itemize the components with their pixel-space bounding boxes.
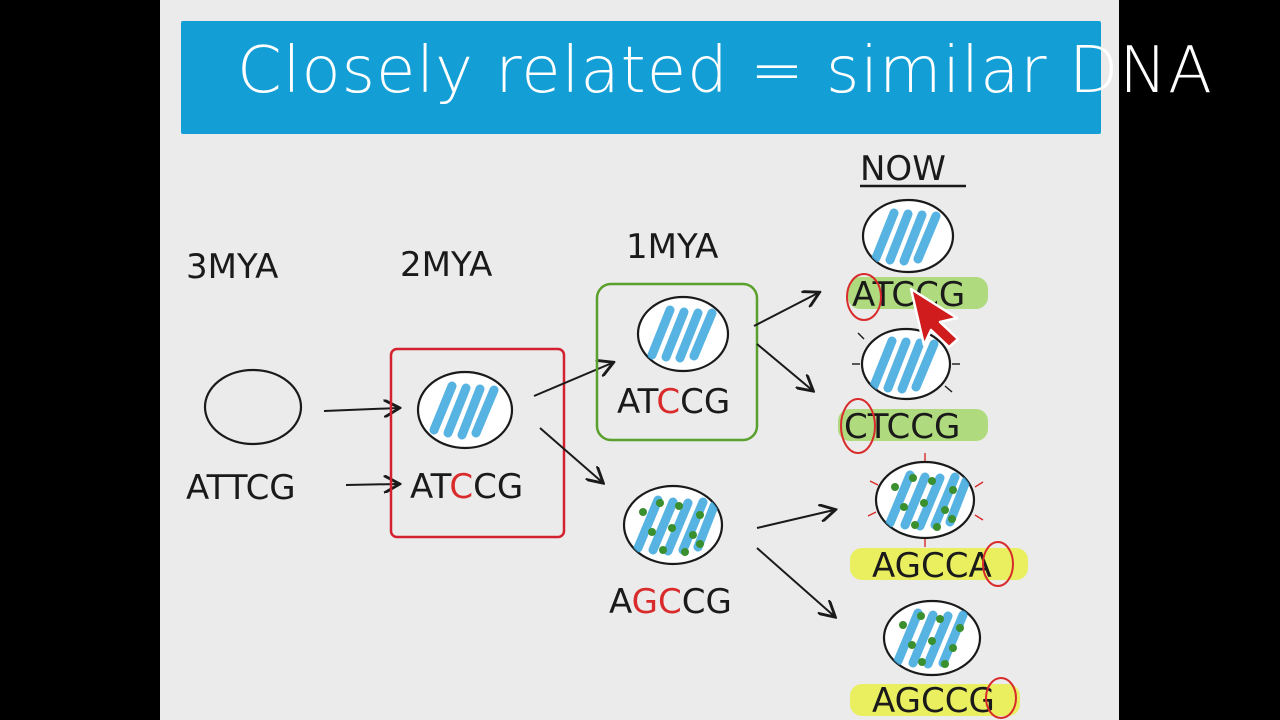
label-1mya: 1MYA [626,227,718,267]
title-banner [181,21,1101,134]
arrow-1b-to-n3 [756,510,834,529]
arrow-1a-to-n2 [756,343,812,390]
arrow-2-to-1b [539,427,602,482]
frame-2mya [389,347,566,539]
arrow-1a-to-n1 [753,293,818,327]
frame-1mya [595,282,759,442]
sequence-3mya: ATTCG [186,468,296,508]
cell-1mya-b [622,484,724,566]
sequence-2mya: ATCCG [410,467,523,507]
mutation-circle-now-4 [985,677,1017,719]
label-2mya: 2MYA [400,245,492,285]
highlight-now-4 [850,684,1020,716]
mutation-circle-now-2 [840,398,876,454]
cursor-arrow-icon [909,287,960,349]
cell-2mya [416,370,514,450]
label-3mya: 3MYA [186,247,278,287]
arrow-3-to-2 [323,408,398,411]
arrow-seq-3-to-2 [345,484,398,485]
highlight-now-2 [838,409,988,441]
arrow-1b-to-n4 [756,547,834,616]
sequence-now-4: AGCCG [872,681,995,720]
sequence-now-1: ATCCG [852,275,965,315]
cell-1mya-a [636,295,730,373]
sequence-1mya-a: ATCCG [617,382,730,422]
page-title: Closely related = similar DNA [237,34,1213,108]
mutation-circle-now-3 [982,541,1014,587]
label-now: NOW [860,149,946,189]
cell-now-2 [852,327,960,401]
sequence-now-3: AGCCA [872,546,992,586]
cell-now-3 [867,453,984,547]
cell-3mya [203,368,303,446]
cell-now-1 [861,198,955,274]
sequence-1mya-b: AGCCG [609,582,732,622]
arrow-2-to-1a [533,363,612,397]
cell-now-4 [882,599,982,677]
mutation-circle-now-1 [846,273,882,321]
sequence-now-2: CTCCG [844,407,960,447]
